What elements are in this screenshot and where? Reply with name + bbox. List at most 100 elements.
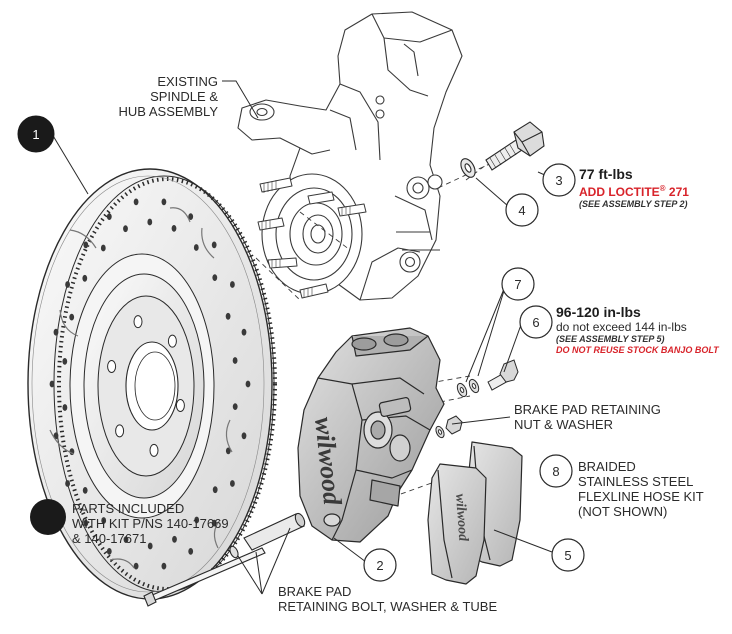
rotor-drill-hole xyxy=(225,447,231,455)
rotor-drill-hole xyxy=(106,548,112,555)
pad-retaining-bolt-washer-tube xyxy=(143,512,306,607)
pad-retaining-nut-washer xyxy=(435,415,463,439)
spec-3-block: 77 ft-lbs ADD LOCTITE® 271 (SEE ASSEMBLY… xyxy=(579,166,689,210)
rotor-lug-hole xyxy=(167,334,177,348)
spec-3-note: (SEE ASSEMBLY STEP 2) xyxy=(579,199,688,209)
callout-7-number: 7 xyxy=(514,277,521,292)
callout-7: 7 xyxy=(501,267,535,301)
spindle-label-line-2: SPINDLE & xyxy=(150,89,218,104)
rotor-lug-hole xyxy=(175,399,185,412)
pad-bolt-label-line-2: RETAINING BOLT, WASHER & TUBE xyxy=(278,599,498,614)
callout-8: 8 xyxy=(539,454,573,488)
rotor-drill-hole xyxy=(161,198,167,206)
rotor-drill-hole xyxy=(62,358,68,365)
spec-6-note: (SEE ASSEMBLY STEP 5) xyxy=(556,334,665,344)
spec-3-loctite: ADD LOCTITE® 271 xyxy=(579,182,689,199)
banjo-crush-washers xyxy=(456,378,480,398)
rotor-drill-hole xyxy=(83,519,89,527)
leader-lines xyxy=(51,80,557,595)
rotor-drill-hole xyxy=(212,274,218,281)
braided-label-line-3: FLEXLINE HOSE KIT xyxy=(578,489,704,504)
callout-5-number: 5 xyxy=(564,548,571,563)
pad-nut-label: BRAKE PAD RETAINING NUT & WASHER xyxy=(514,402,661,432)
spec-6-torque: 96-120 in-lbs xyxy=(556,304,641,320)
callout-6-number: 6 xyxy=(532,315,539,330)
braided-label-line-4: (NOT SHOWN) xyxy=(578,504,668,519)
loctite-suffix: 271 xyxy=(665,185,689,199)
rotor-drill-hole xyxy=(65,480,70,487)
rotor-drill-hole xyxy=(241,328,247,336)
rotor-drill-hole xyxy=(172,535,177,543)
callout-6: 6 xyxy=(519,305,553,339)
braided-label-line-1: BRAIDED xyxy=(578,459,636,474)
rotor-drill-hole xyxy=(133,562,139,570)
rotor-drill-hole xyxy=(212,486,218,494)
loctite-registered-mark: ® xyxy=(659,184,666,193)
parts-included-line-3: & 140-17671 xyxy=(72,531,147,546)
rotor-drill-hole xyxy=(211,241,217,249)
rotor-drill-hole xyxy=(69,313,75,321)
rotor-drill-hole xyxy=(225,312,231,320)
spec-6-limit: do not exceed 144 in-lbs xyxy=(556,320,687,334)
spec-6-warning: DO NOT REUSE STOCK BANJO BOLT xyxy=(556,345,719,355)
pad-bolt-label-line-1: BRAKE PAD xyxy=(278,584,352,599)
rotor-drill-hole xyxy=(82,274,88,282)
rotor-drill-hole xyxy=(100,244,106,252)
pad-brand-logo: wilwood xyxy=(452,493,470,542)
callout-2: 2 xyxy=(363,548,397,582)
rotor-drill-hole xyxy=(101,517,107,524)
rotor-drill-hole xyxy=(147,542,153,550)
rotor-drill-hole xyxy=(230,281,235,288)
callout-2-number: 2 xyxy=(376,558,383,573)
banjo-bolt xyxy=(487,359,519,391)
pad-nut-label-line-1: BRAKE PAD RETAINING xyxy=(514,402,661,417)
rotor-drill-hole xyxy=(147,218,153,226)
rotor-drill-hole xyxy=(65,281,70,288)
rotor-drill-hole xyxy=(188,548,194,555)
rotor-lug-hole xyxy=(107,360,117,373)
spindle-label-line-1: EXISTING xyxy=(157,74,218,89)
rotor-drill-hole xyxy=(123,536,129,543)
callout-4-number: 4 xyxy=(518,203,525,218)
rotor-drill-hole xyxy=(193,244,199,251)
rotor-drill-hole xyxy=(171,225,177,232)
rotor-lug-hole xyxy=(115,424,125,438)
parts-included-line-2: WITH KIT P/NS 140-17669 xyxy=(72,516,229,531)
caliper-mount-bolt xyxy=(485,121,545,171)
callout-1-number: 1 xyxy=(32,127,39,142)
rotor-drill-hole xyxy=(62,404,68,411)
rotor-drill-hole xyxy=(232,403,238,410)
parts-included-label: PARTS INCLUDED WITH KIT P/NS 140-17669 &… xyxy=(72,501,229,546)
rotor-lug-hole xyxy=(133,315,143,329)
loctite-prefix: ADD LOCTITE xyxy=(579,185,660,199)
parts-included-marker xyxy=(30,499,66,535)
rotor-drill-hole xyxy=(49,380,55,388)
rotor-drill-hole xyxy=(194,516,200,524)
rotor-drill-hole xyxy=(188,213,194,221)
spindle-hub-assembly xyxy=(237,11,463,301)
braided-label-line-2: STAINLESS STEEL xyxy=(578,474,694,489)
wilwood-caliper: wilwood xyxy=(297,327,445,543)
caliper-mount-washer xyxy=(460,158,476,178)
rotor-drill-hole xyxy=(106,213,112,221)
rotor-drill-hole xyxy=(123,225,128,233)
rotor-drill-hole xyxy=(82,487,88,494)
spec-3-torque: 77 ft-lbs xyxy=(579,166,633,182)
rotor-drill-hole xyxy=(232,357,238,364)
rotor-slots xyxy=(49,207,233,569)
spindle-label-line-3: HUB ASSEMBLY xyxy=(118,104,218,119)
rotor-lug-holes xyxy=(107,315,185,457)
rotor-drill-hole xyxy=(230,480,235,487)
rotor-drill-hole xyxy=(245,380,251,388)
rotor-lug-hole xyxy=(149,443,159,457)
callout-8-number: 8 xyxy=(552,464,559,479)
callout-3: 3 xyxy=(542,163,576,197)
callout-3-number: 3 xyxy=(555,173,562,188)
callout-5: 5 xyxy=(551,538,585,572)
rotor-drill-hole xyxy=(211,519,217,527)
brake-pads: wilwood xyxy=(427,441,523,585)
callout-4: 4 xyxy=(505,193,539,227)
braided-hose-label: BRAIDED STAINLESS STEEL FLEXLINE HOSE KI… xyxy=(578,459,704,519)
pad-nut-label-line-2: NUT & WASHER xyxy=(514,417,613,432)
